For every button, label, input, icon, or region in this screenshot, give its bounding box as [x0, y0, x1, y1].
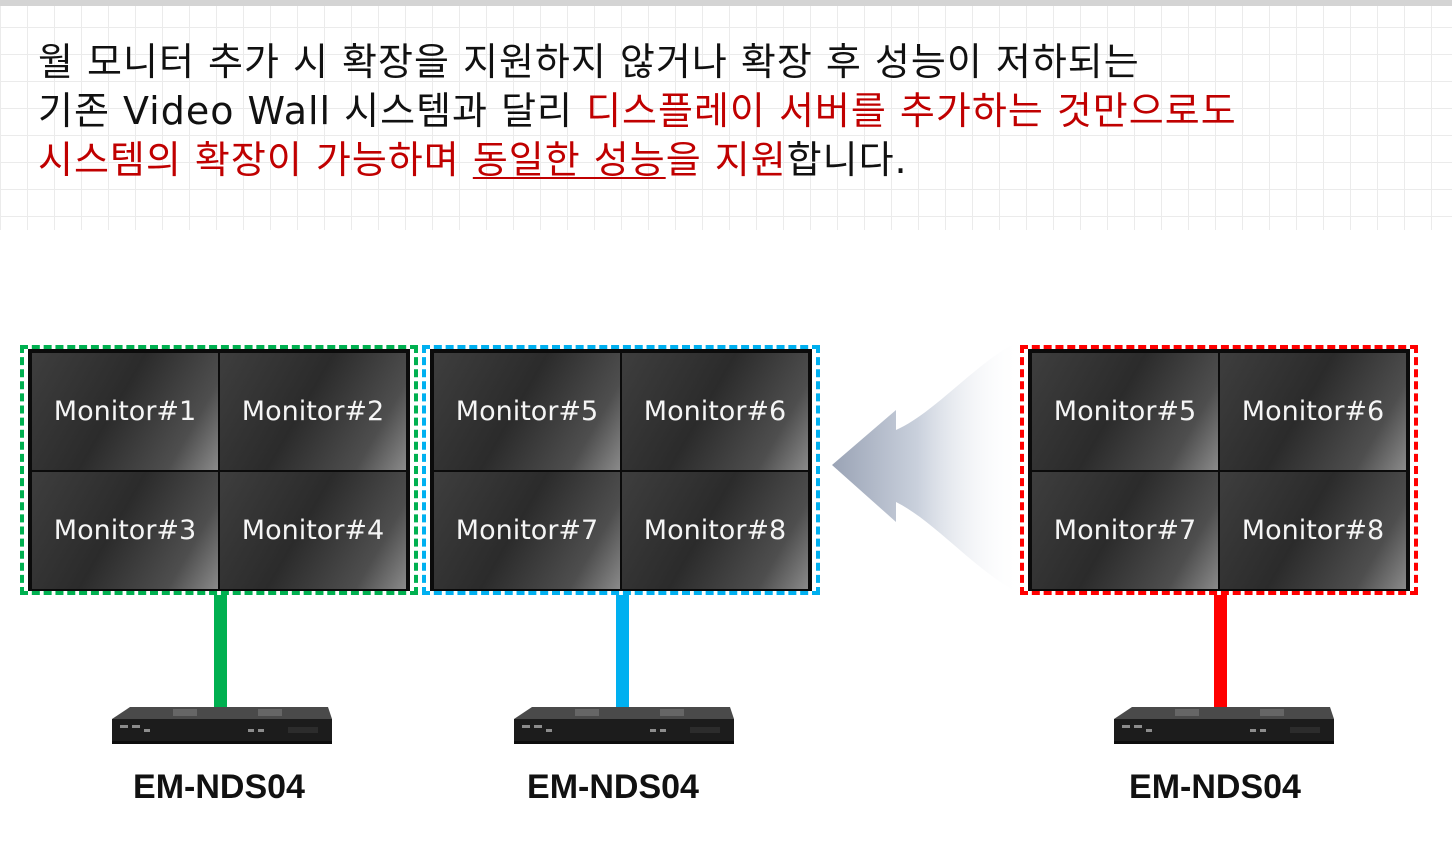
video-wall-green: Monitor#1 Monitor#2 Monitor#3 Monitor#4: [20, 345, 418, 595]
video-wall-red: Monitor#5 Monitor#6 Monitor#7 Monitor#8: [1020, 345, 1418, 595]
monitor-tile: Monitor#3: [32, 472, 218, 589]
wall-red-dashed-border: [1020, 345, 1418, 595]
rack-server-icon: [112, 707, 332, 744]
cable-red: [1214, 595, 1227, 710]
headline: 월 모니터 추가 시 확장을 지원하지 않거나 확장 후 성능이 저하되는 기존…: [38, 38, 1438, 185]
monitor-tile: Monitor#2: [220, 353, 406, 470]
monitor-tile: Monitor#8: [622, 472, 808, 589]
headline-highlight: 디스플레이 서버를 추가하는 것만으로도: [586, 89, 1237, 133]
headline-underlined-highlight: 동일한 성능: [472, 138, 666, 182]
cable-green: [214, 595, 227, 710]
headline-line-3: 시스템의 확장이 가능하며 동일한 성능을 지원합니다.: [38, 138, 908, 182]
monitor-tile: Monitor#4: [220, 472, 406, 589]
server-label: EM-NDS04: [1129, 768, 1301, 806]
top-rule: [0, 0, 1452, 6]
monitor-tile: Monitor#5: [1032, 353, 1218, 470]
rack-server-icon: [1114, 707, 1334, 744]
video-wall-blue: Monitor#5 Monitor#6 Monitor#7 Monitor#8: [422, 345, 820, 595]
monitor-tile: Monitor#8: [1220, 472, 1406, 589]
wall-green-dashed-border: [20, 345, 418, 595]
cable-blue: [616, 595, 629, 710]
monitor-tile: Monitor#5: [434, 353, 620, 470]
wall-green-screen: Monitor#1 Monitor#2 Monitor#3 Monitor#4: [28, 349, 410, 591]
server-label: EM-NDS04: [133, 768, 305, 806]
header-grid-background: [0, 0, 1452, 230]
monitor-tile: Monitor#7: [434, 472, 620, 589]
rack-server-icon: [514, 707, 734, 744]
server-label: EM-NDS04: [527, 768, 699, 806]
wall-red-screen: Monitor#5 Monitor#6 Monitor#7 Monitor#8: [1028, 349, 1410, 591]
expansion-arrow-icon: [826, 332, 1026, 602]
wall-blue-screen: Monitor#5 Monitor#6 Monitor#7 Monitor#8: [430, 349, 812, 591]
headline-line-1: 월 모니터 추가 시 확장을 지원하지 않거나 확장 후 성능이 저하되는: [38, 40, 1140, 84]
wall-blue-dashed-border: [422, 345, 820, 595]
monitor-tile: Monitor#6: [1220, 353, 1406, 470]
monitor-tile: Monitor#6: [622, 353, 808, 470]
monitor-tile: Monitor#7: [1032, 472, 1218, 589]
monitor-tile: Monitor#1: [32, 353, 218, 470]
headline-line-2: 기존 Video Wall 시스템과 달리 디스플레이 서버를 추가하는 것만으…: [38, 89, 1237, 133]
